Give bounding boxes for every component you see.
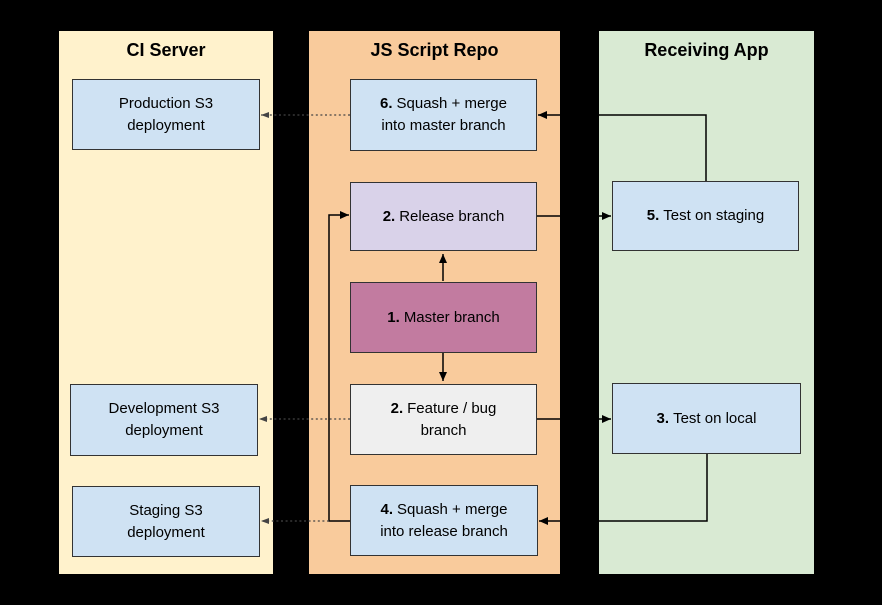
panel-title-receiving-app: Receiving App	[644, 40, 769, 60]
box-production-s3-deployment: Production S3 deployment	[72, 79, 260, 150]
box-label: 6.Squash + merge	[379, 95, 507, 112]
box-label: deployment	[127, 116, 205, 134]
panel-receiving-app: Receiving App	[597, 29, 816, 576]
box-label: 2.Feature / bug	[390, 399, 497, 417]
box-release-branch: 2.Release branch	[350, 182, 537, 251]
box-test-on-local: 3.Test on local	[612, 383, 801, 454]
box-label: 2.Release branch	[382, 207, 505, 225]
box-label: Staging S3	[129, 501, 203, 519]
box-label: 4.Squash + merge	[380, 500, 508, 518]
box-label: Development S3	[108, 400, 220, 417]
box-test-on-staging: 5.Test on staging	[612, 181, 799, 251]
box-label: into master branch	[381, 117, 506, 134]
panel-title-ci-server: CI Server	[126, 40, 206, 60]
panel-title-js-script-repo: JS Script Repo	[370, 40, 499, 60]
box-label: deployment	[125, 422, 203, 439]
box-label: into release branch	[380, 522, 508, 540]
box-feature-bug-branch: 2.Feature / bug branch	[350, 384, 537, 455]
box-label: branch	[420, 421, 467, 439]
box-label: Production S3	[118, 94, 214, 112]
box-development-s3-deployment: Development S3 deployment	[70, 384, 258, 456]
box-label: 1.Master branch	[387, 308, 500, 326]
box-squash-merge-master: 6.Squash + merge into master branch	[350, 79, 537, 151]
box-label: 3.Test on local	[656, 409, 757, 427]
box-label: 5.Test on staging	[646, 207, 765, 224]
box-label: deployment	[127, 523, 205, 541]
box-master-branch: 1.Master branch	[350, 282, 537, 353]
box-staging-s3-deployment: Staging S3 deployment	[72, 486, 260, 557]
box-squash-merge-release: 4.Squash + merge into release branch	[350, 485, 538, 556]
